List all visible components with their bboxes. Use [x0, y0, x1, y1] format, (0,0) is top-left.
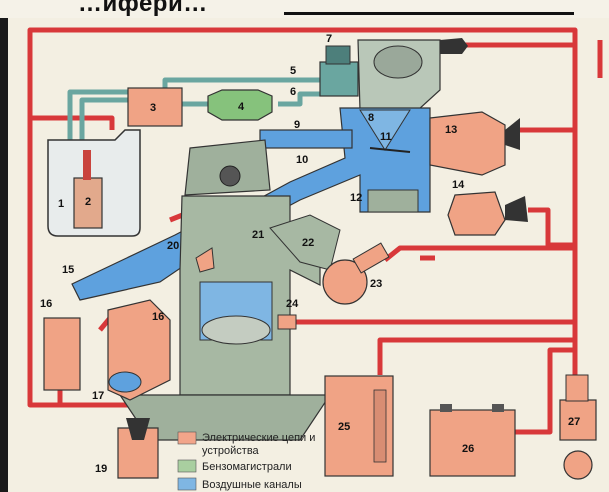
label-11: 11: [380, 131, 392, 143]
fuel-pump-neck: [83, 150, 91, 180]
vacuum-17: [109, 372, 141, 392]
label-13: 13: [445, 124, 457, 136]
legend-swatch-air: [178, 478, 196, 490]
label-20: 20: [167, 240, 179, 252]
label-15: 15: [62, 264, 74, 276]
legend-swatch-electric: [178, 432, 196, 444]
label-21: 21: [252, 229, 264, 241]
label-8: 8: [368, 112, 374, 124]
legend-label-electric-1: Электрические цепи и: [202, 432, 315, 444]
label-27: 27: [568, 416, 580, 428]
label-17: 17: [92, 390, 104, 402]
label-3: 3: [150, 102, 156, 114]
temp-sensor-24: [278, 315, 296, 329]
label-24: 24: [286, 298, 299, 310]
piston-21: [202, 316, 270, 344]
label-4: 4: [238, 101, 245, 113]
label-22: 22: [302, 237, 314, 249]
label-1: 1: [58, 198, 64, 210]
label-7: 7: [326, 33, 332, 45]
label-16a: 16: [40, 298, 52, 310]
legend-swatch-fuel: [178, 460, 196, 472]
label-25: 25: [338, 421, 350, 433]
title-underline: [284, 12, 574, 15]
legend-label-air: Воздушные каналы: [202, 479, 302, 491]
legend-label-electric-2: устройства: [202, 445, 260, 457]
label-10: 10: [296, 154, 308, 166]
label-2: 2: [85, 196, 91, 208]
intake-fins: [368, 190, 418, 212]
label-14: 14: [452, 179, 465, 191]
left-border: [0, 0, 8, 492]
label-6: 6: [290, 86, 296, 98]
valve-16: [44, 318, 80, 390]
label-19: 19: [95, 463, 107, 475]
label-9: 9: [294, 119, 300, 131]
distributor-block-7: [320, 62, 358, 96]
air-pipe-9: [260, 130, 352, 148]
legend-label-fuel: Бензомагистрали: [202, 461, 292, 473]
plug-connector-top: [440, 38, 468, 54]
label-23: 23: [370, 278, 382, 290]
label-26: 26: [462, 443, 474, 455]
page-title-strip: …ифери…: [0, 0, 609, 18]
thermo-switch-14: [448, 192, 505, 235]
fuel-tank: [48, 130, 140, 236]
air-valve-13: [430, 112, 505, 175]
label-12: 12: [350, 192, 362, 204]
page-title: …ифери…: [78, 0, 208, 18]
label-5: 5: [290, 65, 296, 77]
label-16b: 16: [152, 311, 164, 323]
